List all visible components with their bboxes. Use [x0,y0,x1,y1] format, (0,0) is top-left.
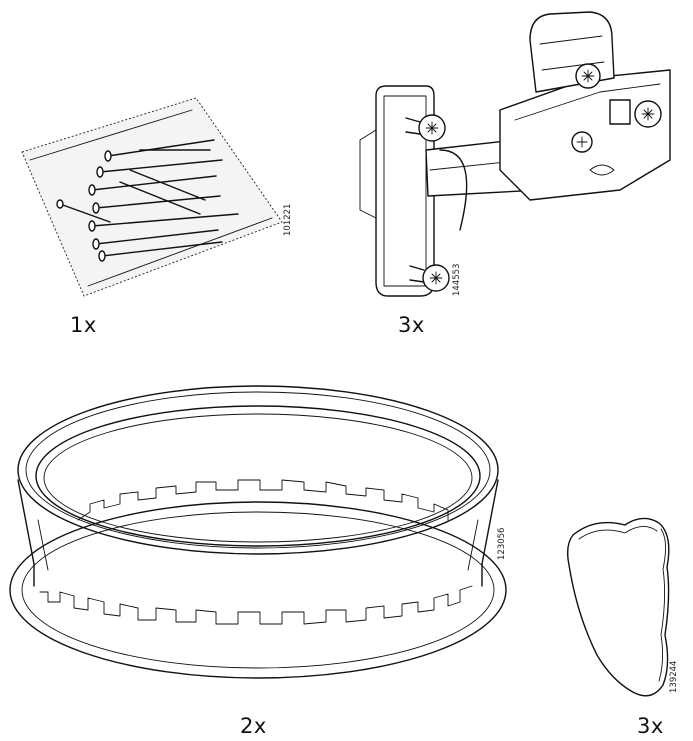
part-ring: 123056 2x [0,380,530,741]
ring-frame-icon [9,385,507,679]
quantity-label: 3x [398,313,425,337]
nail-bag-icon [21,97,283,297]
part-nails-bag: 101221 1x [0,0,300,345]
quantity-label: 1x [70,313,97,337]
article-number: 123056 [497,527,507,560]
part-hinge: 144553 3x [340,0,693,345]
quantity-label: 2x [240,714,267,738]
part-pad: 139244 3x [555,505,693,741]
article-number: 139244 [669,660,679,693]
article-number: 144553 [452,263,462,296]
hinge-icon [359,11,671,297]
adhesive-pad-icon [566,517,670,697]
article-number: 101221 [283,203,293,236]
quantity-label: 3x [637,714,664,738]
